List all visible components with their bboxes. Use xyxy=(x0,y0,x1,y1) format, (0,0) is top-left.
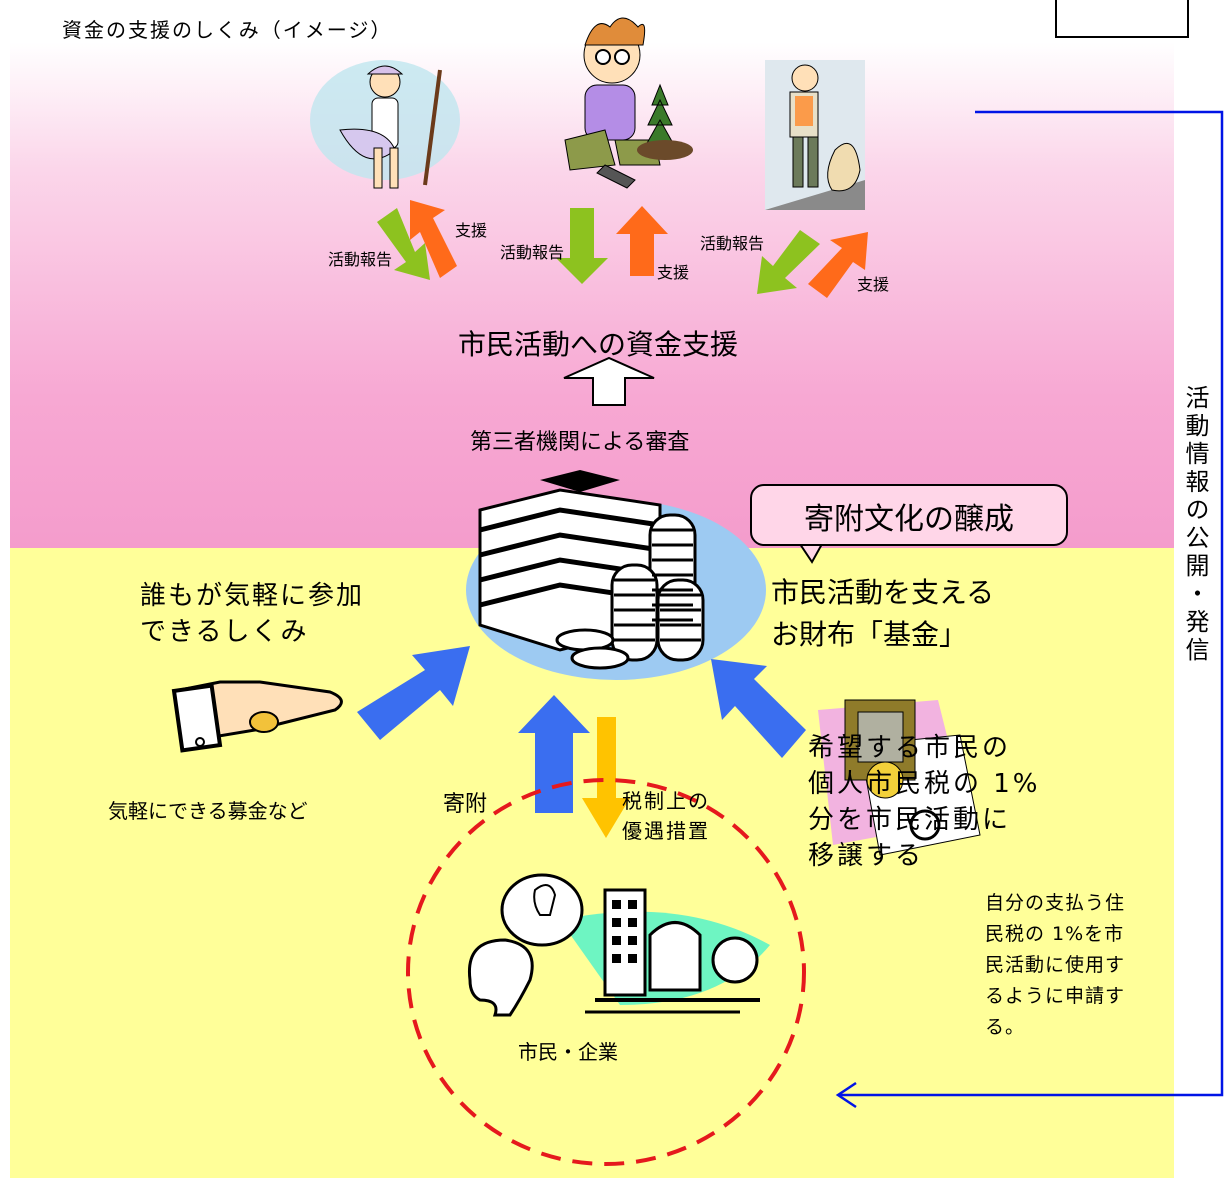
apply-line-4: るように申請す xyxy=(985,985,1126,1007)
activity-report-arrow-2 xyxy=(556,208,608,284)
volunteer-walker-illustration xyxy=(310,60,460,189)
callout-text: 寄附文化の醸成 xyxy=(804,502,1014,537)
donation-easy-arrow xyxy=(357,646,470,740)
fund-description-line-2: お財布「基金」 xyxy=(771,618,968,651)
diagram-title: 資金の支援のしくみ（イメージ） xyxy=(62,18,393,42)
info-feedback-arrowhead xyxy=(835,1081,857,1109)
donation-up-arrow xyxy=(518,695,590,813)
fund-support-heading: 市民活動への資金支援 xyxy=(458,328,739,361)
support-arrow-2 xyxy=(616,206,668,276)
donation-label: 寄附 xyxy=(443,792,488,817)
tax-line-1: 税制上の xyxy=(622,789,710,813)
fund-illustration xyxy=(466,470,766,680)
callout-tail xyxy=(798,543,824,564)
volunteer-planter-illustration xyxy=(564,17,693,189)
easy-line-2: できるしくみ xyxy=(140,617,309,647)
fund-description: 市民活動を支える お財布「基金」 xyxy=(771,572,994,656)
easy-participation-text: 誰もが気軽に参加 できるしくみ xyxy=(140,578,364,650)
callout-box xyxy=(750,484,1068,546)
support-arrow-1 xyxy=(410,200,457,278)
volunteer-cleaner-illustration xyxy=(765,60,865,210)
apply-text: 自分の支払う住 民税の 1%を市 民活動に使用す るように申請す る。 xyxy=(985,888,1125,1043)
citizens-illustration xyxy=(467,873,770,1017)
apply-line-1: 自分の支払う住 xyxy=(985,892,1126,914)
onepercent-line-4: 移譲する xyxy=(808,841,925,871)
info-feedback-line xyxy=(840,110,1224,1097)
apply-line-3: 民活動に使用す xyxy=(985,954,1126,976)
review-label: 第三者機関による審査 xyxy=(470,430,690,455)
report-label-3: 活動報告 xyxy=(700,234,765,253)
fund-description-line-1: 市民活動を支える xyxy=(771,576,995,609)
hand-coin-illustration xyxy=(171,680,343,753)
support-arrow-3 xyxy=(808,232,868,298)
onepercent-text: 希望する市民の 個人市民税の 1% 分を市民活動に 移譲する xyxy=(808,730,1041,874)
onepercent-line-3: 分を市民活動に xyxy=(808,805,1012,835)
easy-example-label: 気軽にできる募金など xyxy=(108,799,308,823)
activity-report-arrow-1 xyxy=(377,208,430,280)
citizens-label: 市民・企業 xyxy=(518,1040,618,1064)
activity-report-arrow-3 xyxy=(757,230,820,294)
onepercent-line-2: 個人市民税の 1% xyxy=(808,769,1041,799)
tax-label: 税制上の 優遇措置 xyxy=(622,786,710,846)
support-label-2: 支援 xyxy=(657,263,690,282)
apply-line-5: る。 xyxy=(985,1016,1026,1038)
citizens-dashed-circle xyxy=(406,778,806,1166)
onepercent-line-1: 希望する市民の xyxy=(808,733,1012,763)
info-publication-label: 活動情報の公開・発信 xyxy=(1181,385,1209,665)
corner-box xyxy=(1055,0,1189,38)
easy-line-1: 誰もが気軽に参加 xyxy=(140,581,365,611)
tax-line-2: 優遇措置 xyxy=(622,819,710,843)
apply-line-2: 民税の 1%を市 xyxy=(985,923,1125,945)
onepercent-arrow xyxy=(711,659,806,758)
tax-down-arrow xyxy=(582,717,630,838)
tax-document-illustration xyxy=(818,699,981,856)
review-up-arrow xyxy=(563,356,655,406)
report-label-1: 活動報告 xyxy=(328,250,393,269)
support-label-1: 支援 xyxy=(455,221,488,240)
support-label-3: 支援 xyxy=(857,275,890,294)
report-label-2: 活動報告 xyxy=(500,243,565,262)
